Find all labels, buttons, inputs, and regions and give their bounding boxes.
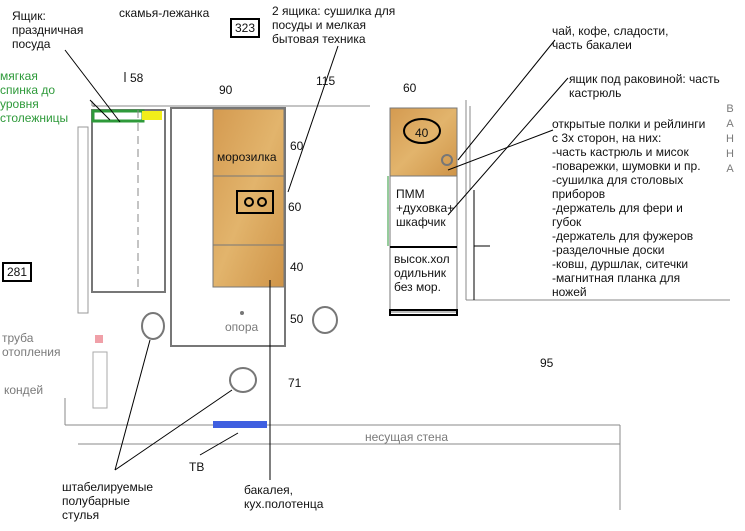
chair-1: [141, 312, 165, 340]
tea-label: чай, кофе, сладости, часть бакалеи: [552, 24, 669, 52]
dim-95: 95: [540, 356, 554, 370]
dim-71: 71: [288, 376, 302, 390]
dim-58: 58: [130, 71, 144, 85]
pipe-label: труба отопления: [2, 331, 61, 359]
pointer-chair-1: [114, 339, 151, 471]
support-label: опора: [225, 320, 259, 334]
dim-60-a: 60: [290, 139, 304, 153]
bakaleya-label: бакалея, кух.полотенца: [244, 483, 324, 511]
dim-50: 50: [290, 312, 304, 326]
air-conditioner: [92, 351, 108, 409]
pointer-soft-back: [89, 99, 111, 121]
fridge-base: [389, 309, 458, 316]
fridge-label: высок.хол одильник без мор.: [394, 252, 450, 294]
chair-2: [229, 367, 257, 393]
pointer-shelves: [447, 129, 554, 171]
dishwasher-label: ПММ +духовка+ шкафчик: [396, 187, 455, 229]
dim-90: 90: [219, 83, 233, 97]
cooktop: [236, 190, 274, 214]
chairs-label: штабелируемые полубарные стулья: [62, 480, 154, 522]
heating-pipe: [95, 335, 103, 343]
dim-60-b: 60: [288, 200, 302, 214]
ac-label: кондей: [4, 383, 44, 397]
pointer-sink-drawer: [447, 77, 569, 216]
wall-label: несущая стена: [365, 430, 449, 444]
length-badge: 281: [2, 262, 33, 282]
shelves-label: открытые полки и рейлинги с 3х сторон, н…: [552, 117, 706, 299]
faucet: [441, 154, 453, 166]
pointer-holiday-box: [64, 49, 121, 123]
tall-unit: [389, 175, 458, 313]
dim-40: 40: [290, 260, 304, 274]
dim-60-top: 60: [403, 81, 417, 95]
pointer-chair-2: [114, 389, 233, 471]
pointer-tea: [457, 39, 556, 161]
pointer-two-drawers: [287, 45, 339, 193]
bench: [91, 109, 166, 293]
pointer-tv: [199, 432, 239, 456]
freezer-label: морозилка: [217, 150, 277, 164]
chair-3: [312, 306, 338, 334]
sink-bowl: [403, 118, 441, 144]
dim-115: 115: [316, 74, 336, 88]
width-badge: 323: [230, 18, 261, 38]
holiday-box-label: Ящик: праздничная посуда: [12, 9, 84, 51]
bench-label: скамья-лежанка: [119, 6, 210, 20]
window-left: [77, 126, 89, 314]
soft-back-label: мягкая спинка до уровня столежницы: [0, 69, 69, 125]
two-drawers-label: 2 ящика: сушилка для посуды и мелкая быт…: [272, 4, 396, 46]
burner-1: [244, 197, 254, 207]
sink-diameter: 40: [415, 126, 429, 140]
tv-unit: [213, 421, 267, 428]
sink-drawer-label: ящик под раковиной: часть кастрюль: [569, 72, 720, 100]
burner-2: [257, 197, 267, 207]
support-post: [240, 311, 244, 315]
holiday-box-marker: [142, 111, 162, 120]
bathroom-label: ВАННА: [726, 103, 734, 175]
tv-label: ТВ: [189, 460, 205, 474]
